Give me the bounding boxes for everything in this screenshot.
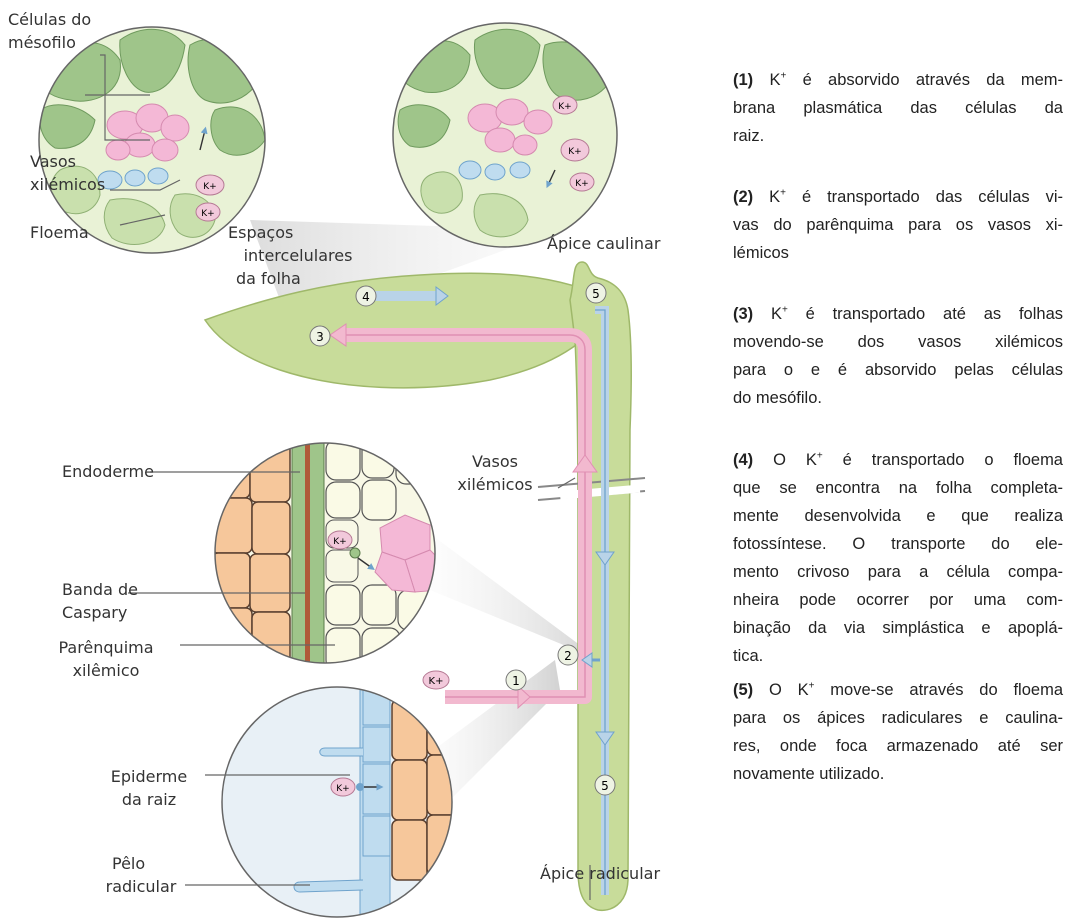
step-5-line: novamente utilizado.	[733, 760, 1063, 788]
step-5-line: para os ápices radiculares e caulina-	[733, 704, 1063, 732]
step-number: (5)	[733, 681, 753, 699]
step-4-line: que se encontra na folha completa-	[733, 474, 1063, 502]
step-3-line: movendo-se dos vasos xilémicos	[733, 328, 1063, 356]
step-3-line: (3) K+ é transportado até as folhas	[733, 300, 1063, 328]
k-ion-inset2-c: K+	[558, 102, 571, 112]
marker-5-bottom: 5	[595, 775, 615, 795]
marker-5-bottom-text: 5	[601, 779, 609, 793]
marker-2: 2	[558, 645, 578, 665]
step-number: (2)	[733, 188, 753, 206]
label-floema: Floema	[30, 221, 89, 244]
marker-4-text: 4	[362, 290, 370, 304]
k-ion-inset2-a: K+	[568, 147, 581, 157]
k-ion-inset4: K+	[336, 784, 349, 794]
step-4-line: binação da via simplástica e apoplá-	[733, 614, 1063, 642]
marker-3-text: 3	[316, 330, 324, 344]
step-3-line: do mesófilo.	[733, 384, 1063, 412]
k-ion-inset1-b: K+	[201, 209, 214, 219]
marker-1-text: 1	[512, 674, 520, 688]
marker-2-text: 2	[564, 649, 572, 663]
step-3-line: para o e é absorvido pelas células	[733, 356, 1063, 384]
k-ion-root-entry: K+	[423, 671, 449, 689]
step-1: (1) K+ é absorvido através da mem-brana …	[733, 66, 1063, 150]
step-5-line: res, onde foca armazenado até ser	[733, 732, 1063, 760]
marker-5-top-text: 5	[592, 287, 600, 301]
k-ion-inset1-a: K+	[203, 182, 216, 192]
step-1-line: raiz.	[733, 122, 1063, 150]
marker-1: 1	[506, 670, 526, 690]
step-4-line: mento crivoso para a célula compa-	[733, 558, 1063, 586]
label-endoderme: Endoderme	[62, 460, 154, 483]
step-4-line: (4) O K+ é transportado o floema	[733, 446, 1063, 474]
zoom-cone-stem	[425, 530, 600, 660]
step-4-line: fotossíntese. O transporte do ele-	[733, 530, 1063, 558]
label-apice-radicular: Ápice radicular	[540, 862, 660, 885]
step-2-line: vas do parênquima para os vasos xi-	[733, 211, 1063, 239]
inset-endoderm	[210, 440, 450, 670]
step-1-line: (1) K+ é absorvido através da mem-	[733, 66, 1063, 94]
svg-text:K+: K+	[429, 676, 444, 687]
step-4-line: tica.	[733, 642, 1063, 670]
step-4-line: mente desenvolvida e que realiza	[733, 502, 1063, 530]
step-2-line: lémicos	[733, 239, 1063, 267]
label-apice-caulinar: Ápice caulinar	[547, 232, 660, 255]
step-1-line: brana plasmática das células da	[733, 94, 1063, 122]
marker-3: 3	[310, 326, 330, 346]
marker-5-top: 5	[586, 283, 606, 303]
step-number: (3)	[733, 305, 753, 323]
step-2: (2) K+ é transportado das células vi-vas…	[733, 183, 1063, 267]
step-2-line: (2) K+ é transportado das células vi-	[733, 183, 1063, 211]
step-5-line: (5) O K+ move-se através do floema	[733, 676, 1063, 704]
step-number: (4)	[733, 451, 753, 469]
k-ion-inset2-b: K+	[575, 179, 588, 189]
step-4-line: nheira pode ocorrer por uma com-	[733, 586, 1063, 614]
step-number: (1)	[733, 71, 753, 89]
k-ion-inset3: K+	[333, 537, 346, 547]
